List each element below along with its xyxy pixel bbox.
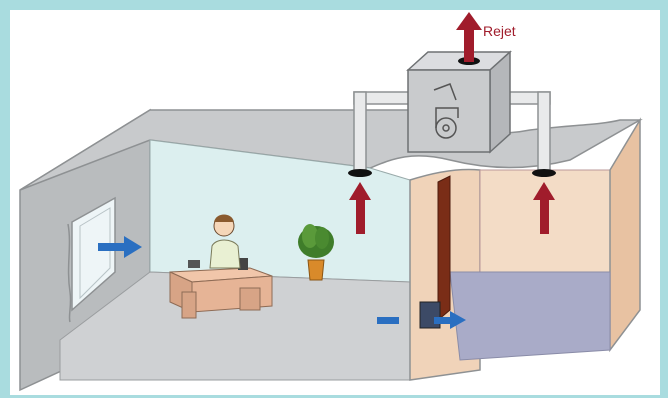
ventilation-unit	[408, 52, 510, 152]
phone	[188, 260, 200, 268]
floor-transfer-grille	[420, 302, 440, 328]
door	[438, 176, 450, 320]
extract-grille-right	[532, 169, 556, 177]
right-room-floor	[450, 272, 610, 360]
right-side-wall	[610, 120, 640, 350]
diagram-frame: Rejet	[10, 10, 660, 395]
extract-grille-left	[348, 169, 372, 177]
ventilation-diagram	[10, 10, 660, 395]
exhaust-label: Rejet	[483, 23, 516, 39]
